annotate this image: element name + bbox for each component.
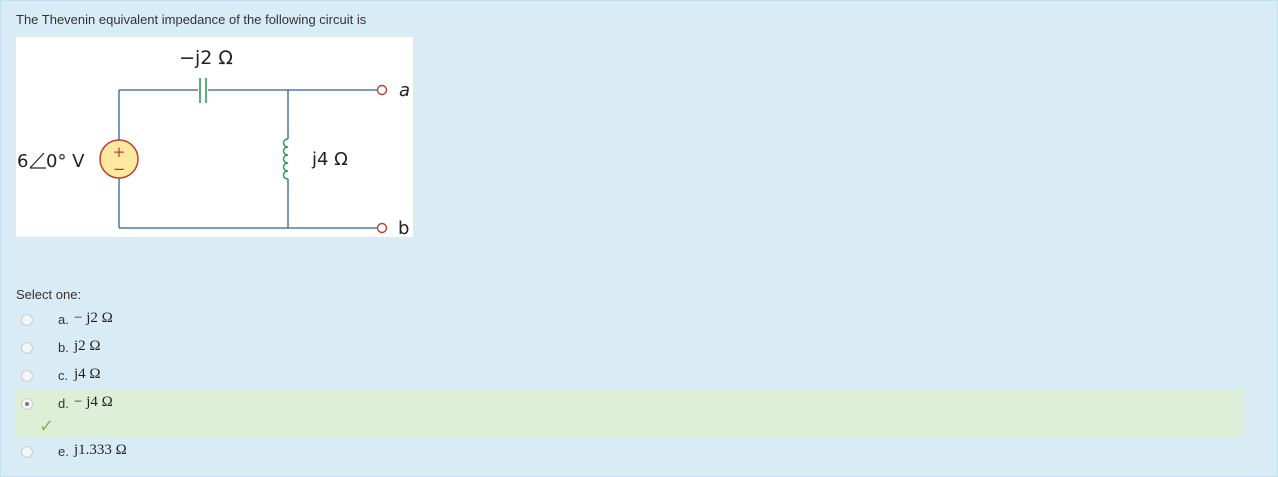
radio-option-a[interactable] [21,314,33,326]
terminal-a-node [376,84,388,96]
option-d-letter: d. [58,396,69,411]
option-e-letter: e. [58,444,69,459]
option-e-value[interactable]: j1.333 Ω [74,442,127,458]
option-c-value[interactable]: j4 Ω [74,366,101,382]
circuit-diagram: −j2 Ω j4 Ω + − 6 0° V a b [16,37,413,237]
capacitor-symbol [199,78,207,103]
radio-option-b[interactable] [21,342,33,354]
source-minus-sign: − [113,160,126,178]
correct-answer-highlight [15,390,1243,438]
terminal-b-node [376,222,388,234]
source-plus-sign: + [113,143,126,161]
option-d-value[interactable]: − j4 Ω [74,394,113,410]
capacitor-label: −j2 Ω [179,47,233,69]
option-b-value[interactable]: j2 Ω [74,338,101,354]
voltage-source-icon [99,139,139,179]
circuit-svg: −j2 Ω j4 Ω + − 6 0° V a b [17,47,410,237]
terminal-b-label: b [398,218,409,237]
source-angle: 0° V [46,151,85,172]
radio-option-e[interactable] [21,446,33,458]
radio-option-c[interactable] [21,370,33,382]
option-a-value[interactable]: − j2 Ω [74,310,113,326]
correct-check-icon: ✓ [39,416,55,436]
angle-symbol [29,152,46,169]
terminal-a-label: a [399,80,410,101]
question-text: The Thevenin equivalent impedance of the… [16,12,367,27]
option-a-letter: a. [58,312,69,327]
radio-option-d[interactable] [21,398,33,410]
source-magnitude: 6 [17,151,28,172]
select-one-label: Select one: [16,287,82,302]
inductor-label: j4 Ω [311,149,348,170]
option-c-letter: c. [58,368,69,383]
option-b-letter: b. [58,340,69,355]
circuit-wires [118,89,377,229]
inductor-symbol [282,138,289,180]
